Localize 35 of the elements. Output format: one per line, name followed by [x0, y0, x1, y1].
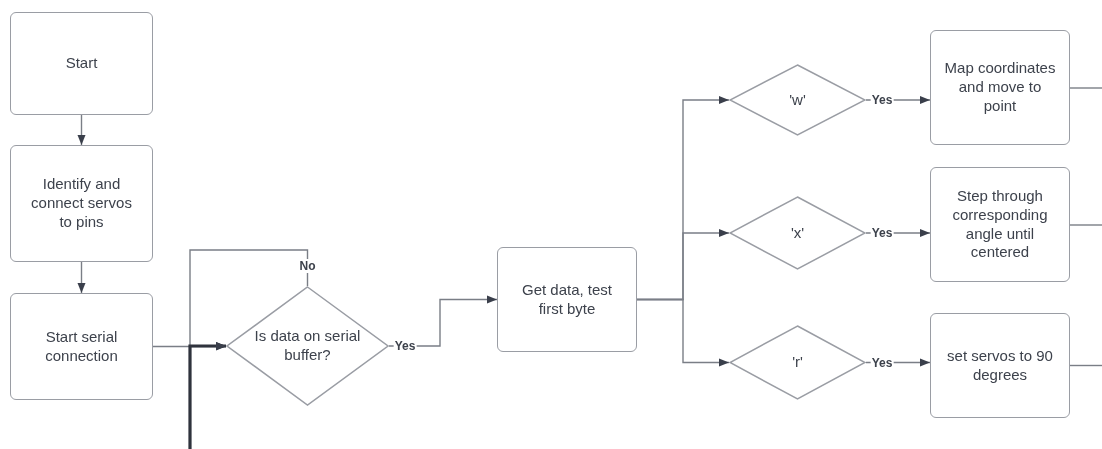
- decision-diamond: [729, 196, 866, 270]
- node-text: 'r': [791, 353, 804, 372]
- arrow: [388, 295, 498, 347]
- connector-line: [1069, 87, 1102, 89]
- node-text: 'w': [788, 90, 807, 110]
- node-text: Get data, test first byte: [520, 280, 614, 319]
- node-text: Step through corresponding angle until centered: [951, 187, 1049, 262]
- arrow: [636, 298, 730, 367]
- node-text: Identify and connect servos to pins: [30, 175, 133, 232]
- process-box: [930, 167, 1070, 282]
- node-text: Is data on serial buffer?: [253, 327, 362, 365]
- edge-label: Yes: [870, 93, 894, 107]
- process-box: [10, 12, 153, 115]
- node-text: Map coordinates and move to point: [943, 59, 1057, 116]
- process-box: [930, 313, 1070, 418]
- node-text: Start: [64, 54, 99, 73]
- process-box: [930, 30, 1070, 145]
- arrow: [77, 261, 86, 294]
- node-text: set servos to 90 degrees: [946, 346, 1054, 385]
- process-box: [10, 293, 153, 400]
- edge-label: Yes: [870, 355, 894, 370]
- node-text: 'x': [789, 223, 806, 243]
- process-box: [497, 247, 637, 352]
- edge-label: Yes: [870, 226, 894, 240]
- decision-diamond: [729, 325, 866, 400]
- node-text: Start serial connection: [44, 327, 119, 366]
- arrow: [77, 114, 86, 146]
- decision-diamond: [729, 64, 866, 136]
- connector-line: [1069, 364, 1102, 367]
- decision-diamond: [226, 286, 389, 406]
- connector-line: [1069, 224, 1102, 226]
- arrow: [188, 342, 226, 449]
- edge-label: Yes: [393, 339, 417, 353]
- process-box: [10, 145, 153, 262]
- edge-label: No: [298, 259, 317, 273]
